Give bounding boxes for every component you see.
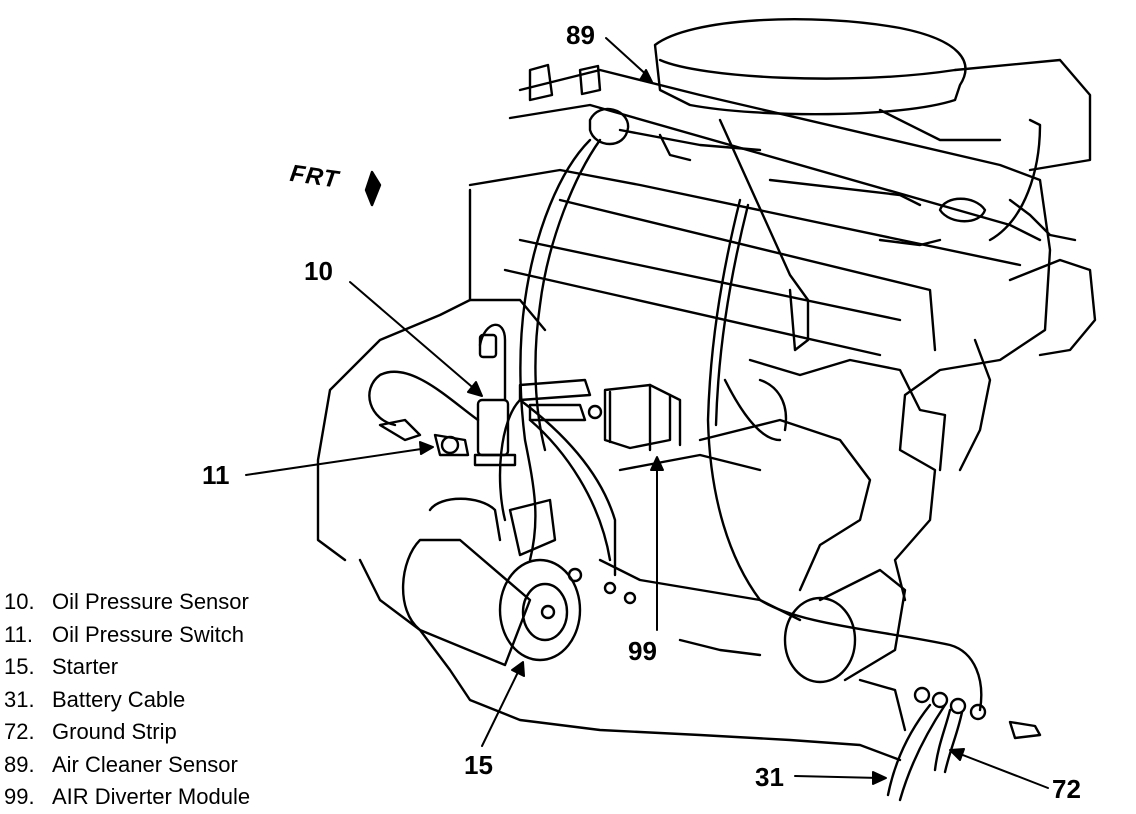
callout-10: 10 [304, 256, 333, 286]
legend-label: Oil Pressure Sensor [52, 589, 249, 614]
oil-pressure-sensor [368, 323, 517, 467]
oil-pressure-switch [433, 433, 470, 457]
pulley [783, 568, 907, 684]
legend-label: Battery Cable [52, 686, 186, 712]
legend-number: 31. [4, 686, 35, 712]
wiring-harness [498, 138, 983, 712]
intake-details [528, 63, 1077, 352]
legend-item: 72. Ground Strip [4, 716, 250, 749]
legend-item: 15. Starter [4, 651, 250, 684]
callout-72: 72 [1052, 774, 1081, 804]
callout-11: 11 [202, 460, 230, 490]
callout-15: 15 [464, 750, 493, 780]
starter-motor [401, 497, 637, 667]
legend-number: 11. [4, 621, 33, 647]
legend-item: 89. Air Cleaner Sensor [4, 749, 250, 782]
callout-89: 89 [566, 20, 595, 50]
engine-block [316, 68, 1097, 762]
air-diverter-module [587, 383, 682, 452]
legend-number: 72. [4, 719, 35, 744]
legend-number: 99. [4, 784, 35, 809]
legend-label: AIR Diverter Module [52, 784, 251, 809]
legend-item: 31. Battery Cable [4, 684, 250, 717]
legend-label: Air Cleaner Sensor [52, 751, 238, 777]
battery-cable-and-ground [886, 686, 1042, 802]
front-direction-arrow [364, 170, 382, 207]
legend-label: Starter [52, 654, 119, 679]
callout-99: 99 [628, 636, 657, 666]
legend-number: 15. [4, 654, 35, 679]
legend-item: 11. Oil Pressure Switch [4, 619, 250, 652]
legend-item: 10. Oil Pressure Sensor [4, 586, 250, 619]
harness-connectors [518, 378, 592, 422]
callout-31: 31 [755, 762, 784, 792]
legend-label: Ground Strip [52, 719, 177, 744]
legend-number: 10. [4, 589, 35, 614]
legend-number: 89. [4, 751, 35, 777]
parts-legend: 10. Oil Pressure Sensor 11. Oil Pressure S… [4, 586, 250, 814]
leader-lines [245, 37, 1049, 789]
legend-item: 99. AIR Diverter Module [4, 781, 250, 814]
legend-label: Oil Pressure Switch [52, 621, 244, 647]
